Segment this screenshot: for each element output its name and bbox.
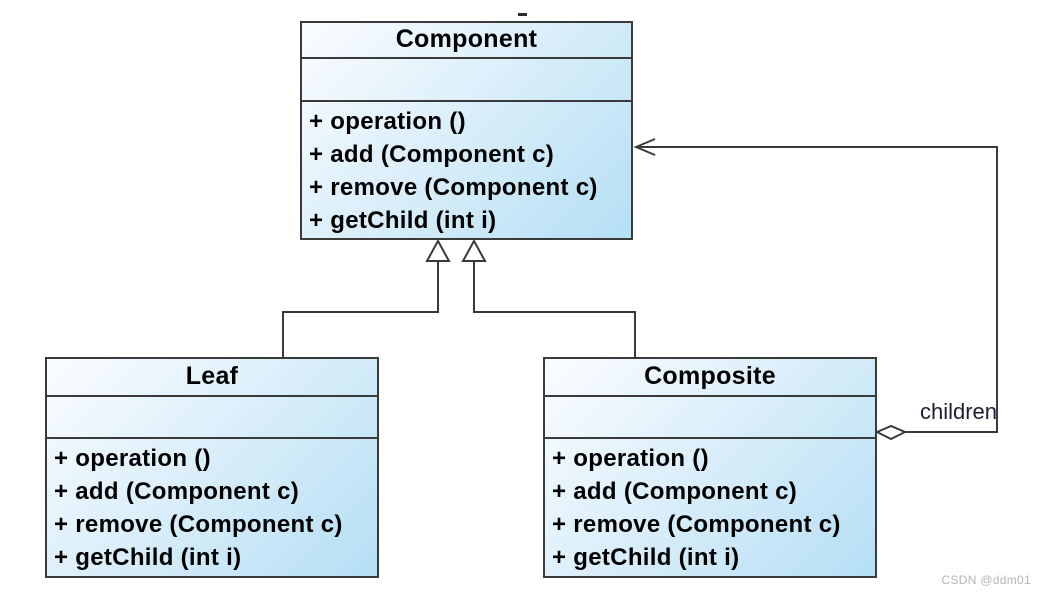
method-operation: + operation ()	[54, 445, 211, 472]
method-add: + add (Component c)	[552, 478, 798, 505]
class-box-component: Component + operation () + add (Componen…	[300, 21, 633, 240]
methods-compartment: + operation () + add (Component c) + rem…	[545, 439, 875, 576]
class-box-composite: Composite + operation () + add (Componen…	[543, 357, 877, 578]
class-name-component: Component	[302, 23, 631, 59]
methods-compartment: + operation () + add (Component c) + rem…	[302, 102, 631, 238]
generalization-line	[473, 261, 636, 357]
attributes-compartment	[47, 397, 377, 439]
generalization-leaf-to-component	[282, 238, 451, 357]
watermark: CSDN @ddm01	[941, 573, 1031, 587]
aggregation-role-label: children	[919, 399, 997, 424]
class-box-leaf: Leaf + operation () + add (Component c) …	[45, 357, 379, 578]
class-name-leaf: Leaf	[47, 359, 377, 397]
method-remove: + remove (Component c)	[552, 511, 841, 538]
open-arrowhead-icon	[633, 138, 656, 156]
class-name-composite: Composite	[545, 359, 875, 397]
method-add: + add (Component c)	[309, 141, 555, 168]
method-getchild: + getChild (int i)	[54, 544, 242, 571]
hollow-diamond-icon	[874, 424, 908, 441]
generalization-composite-to-component	[461, 238, 636, 357]
generalization-line	[282, 261, 439, 357]
method-getchild: + getChild (int i)	[309, 207, 497, 234]
method-remove: + remove (Component c)	[309, 174, 598, 201]
method-add: + add (Component c)	[54, 478, 300, 505]
hollow-triangle-arrowhead-icon	[425, 238, 451, 262]
method-operation: + operation ()	[552, 445, 709, 472]
stray-dash-mark	[518, 13, 527, 16]
method-operation: + operation ()	[309, 108, 466, 135]
methods-compartment: + operation () + add (Component c) + rem…	[47, 439, 377, 576]
method-remove: + remove (Component c)	[54, 511, 343, 538]
attributes-compartment	[545, 397, 875, 439]
attributes-compartment	[302, 59, 631, 102]
hollow-triangle-arrowhead-icon	[461, 238, 487, 262]
method-getchild: + getChild (int i)	[552, 544, 740, 571]
